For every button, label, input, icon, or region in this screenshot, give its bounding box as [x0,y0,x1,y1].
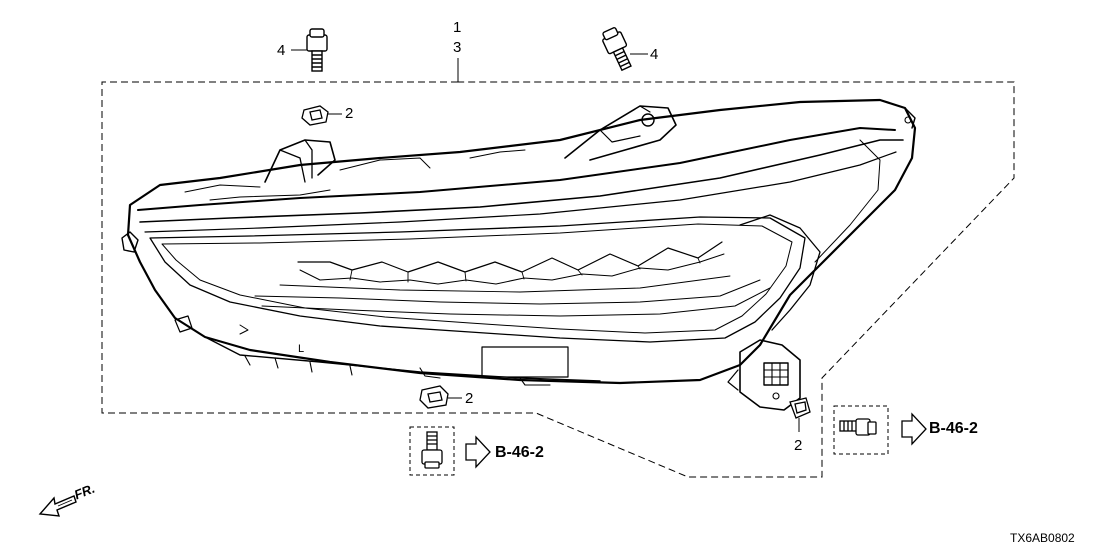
headlight-housing[interactable]: L [121,98,917,411]
clip-bottom[interactable] [419,385,449,409]
callout-part-3: 3 [453,39,462,56]
clip-top[interactable] [301,105,329,126]
reference-link-left[interactable]: B-46-2 [495,444,544,461]
assembly-boundary [101,81,1015,478]
callout-part-1: 1 [453,19,462,36]
diagram-code: TX6AB0802 [1010,531,1075,545]
bolt-left[interactable] [306,28,328,72]
bolt-right[interactable] [600,26,636,73]
reference-link-right[interactable]: B-46-2 [929,420,978,437]
ref-box-left[interactable] [409,426,455,476]
callout-clip-top: 2 [345,105,354,122]
callout-bolt-left: 4 [277,42,286,59]
ref-box-right[interactable] [833,405,889,455]
ref-arrow-left[interactable] [465,435,491,469]
callout-clip-right: 2 [794,437,803,454]
svg-text:L: L [298,343,304,355]
clip-right[interactable] [789,397,811,419]
callout-bolt-right: 4 [650,46,659,63]
front-arrow-hatch [57,499,74,510]
ref-arrow-right[interactable] [901,412,927,446]
callout-clip-bottom: 2 [465,390,474,407]
